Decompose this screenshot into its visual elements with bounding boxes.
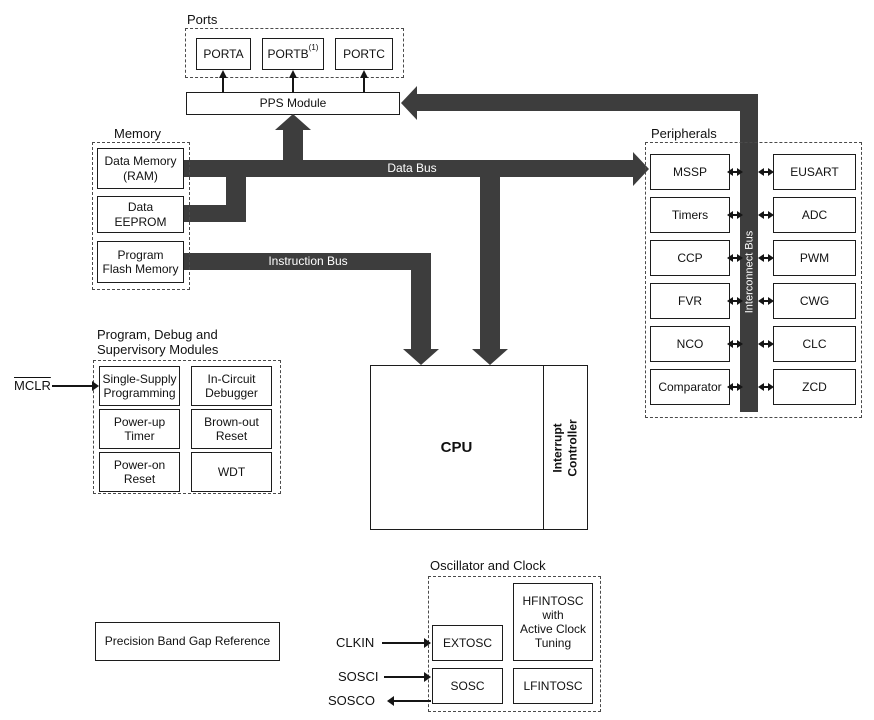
- cwg-box: CWG: [773, 283, 856, 319]
- lfintosc-box: LFINTOSC: [513, 668, 593, 704]
- timers-box: Timers: [650, 197, 730, 233]
- fvr-bus-arrow: [727, 297, 743, 305]
- cpu-label-area: CPU: [370, 365, 543, 530]
- sosco-arrow: [387, 696, 431, 706]
- mclr-arrow: [52, 381, 99, 391]
- cpu-label: CPU: [440, 439, 473, 456]
- extosc-box: EXTOSC: [432, 625, 503, 661]
- interconnect-bus: [740, 94, 758, 412]
- pps-bus-arrowhead: [401, 86, 417, 120]
- brown-out-reset-box: Brown-out Reset: [191, 409, 272, 449]
- eeprom-bus-link-horizontal: [184, 205, 246, 222]
- pwm-bus-arrow: [758, 254, 774, 262]
- eusart-box: EUSART: [773, 154, 856, 190]
- zcd-bus-arrow: [758, 383, 774, 391]
- data-eeprom-box: Data EEPROM: [97, 196, 184, 233]
- interrupt-controller-label: Interrupt Controller: [551, 418, 580, 477]
- clkin-arrow: [382, 638, 431, 648]
- zcd-box: ZCD: [773, 369, 856, 405]
- memory-group: [92, 142, 190, 290]
- mssp-box: MSSP: [650, 154, 730, 190]
- clc-bus-arrow: [758, 340, 774, 348]
- cpu-instruction-branch-arrowhead: [403, 349, 439, 365]
- comparator-bus-arrow: [727, 383, 743, 391]
- power-up-timer-box: Power-up Timer: [99, 409, 180, 449]
- nco-box: NCO: [650, 326, 730, 362]
- in-circuit-debugger-box: In-Circuit Debugger: [191, 366, 272, 406]
- power-on-reset-box: Power-on Reset: [99, 452, 180, 492]
- sosci-arrow: [384, 672, 431, 682]
- cwg-bus-arrow: [758, 297, 774, 305]
- debug-group-label: Program, Debug and Supervisory Modules: [97, 327, 219, 358]
- mssp-bus-arrow: [727, 168, 743, 176]
- porta-box: PORTA: [196, 38, 251, 70]
- wdt-box: WDT: [191, 452, 272, 492]
- instruction-bus: [184, 253, 431, 270]
- clkin-label: CLKIN: [336, 635, 375, 650]
- debug-group: [93, 360, 281, 494]
- interrupt-controller-section: Interrupt Controller: [543, 365, 588, 530]
- mclr-label: MCLR: [14, 378, 51, 393]
- instruction-bus-label: Instruction Bus: [268, 254, 348, 268]
- data-memory-ram-box: Data Memory (RAM): [97, 148, 184, 189]
- memory-group-label: Memory: [114, 126, 161, 141]
- pps-data-branch-arrowhead: [275, 114, 311, 130]
- cpu-data-branch: [480, 170, 500, 350]
- cpu-data-branch-arrowhead: [472, 349, 508, 365]
- peripherals-group-label: Peripherals: [651, 126, 717, 141]
- cpu-instruction-branch: [411, 262, 431, 349]
- comparator-box: Comparator: [650, 369, 730, 405]
- pps-data-branch: [283, 130, 303, 177]
- peripherals-group: [645, 142, 862, 418]
- oscillator-group-label: Oscillator and Clock: [430, 558, 546, 573]
- timers-bus-arrow: [727, 211, 743, 219]
- sosci-label: SOSCI: [338, 669, 379, 684]
- band-gap-reference-box: Precision Band Gap Reference: [95, 622, 280, 661]
- cpu-box: [370, 365, 588, 530]
- single-supply-programming-box: Single-Supply Programming: [99, 366, 180, 406]
- clc-box: CLC: [773, 326, 856, 362]
- portb-label: PORTB: [267, 46, 309, 61]
- portb-box: PORTB(1): [262, 38, 324, 70]
- portc-arrow: [359, 70, 368, 92]
- portb-footnote: (1): [308, 43, 319, 52]
- ccp-box: CCP: [650, 240, 730, 276]
- sosc-box: SOSC: [432, 668, 503, 704]
- ports-group-label: Ports: [187, 12, 218, 27]
- sosco-label: SOSCO: [328, 693, 375, 708]
- portc-box: PORTC: [335, 38, 393, 70]
- pps-module-box: PPS Module: [186, 92, 400, 115]
- fvr-box: FVR: [650, 283, 730, 319]
- nco-bus-arrow: [727, 340, 743, 348]
- porta-arrow: [218, 70, 227, 92]
- data-bus-label: Data Bus: [387, 161, 437, 175]
- adc-bus-arrow: [758, 211, 774, 219]
- peripheral-bus-horizontal: [417, 94, 758, 111]
- hfintosc-box: HFINTOSC with Active Clock Tuning: [513, 583, 593, 661]
- adc-box: ADC: [773, 197, 856, 233]
- eusart-bus-arrow: [758, 168, 774, 176]
- ccp-bus-arrow: [727, 254, 743, 262]
- program-flash-memory-box: Program Flash Memory: [97, 241, 184, 283]
- portb-arrow: [288, 70, 297, 92]
- pwm-box: PWM: [773, 240, 856, 276]
